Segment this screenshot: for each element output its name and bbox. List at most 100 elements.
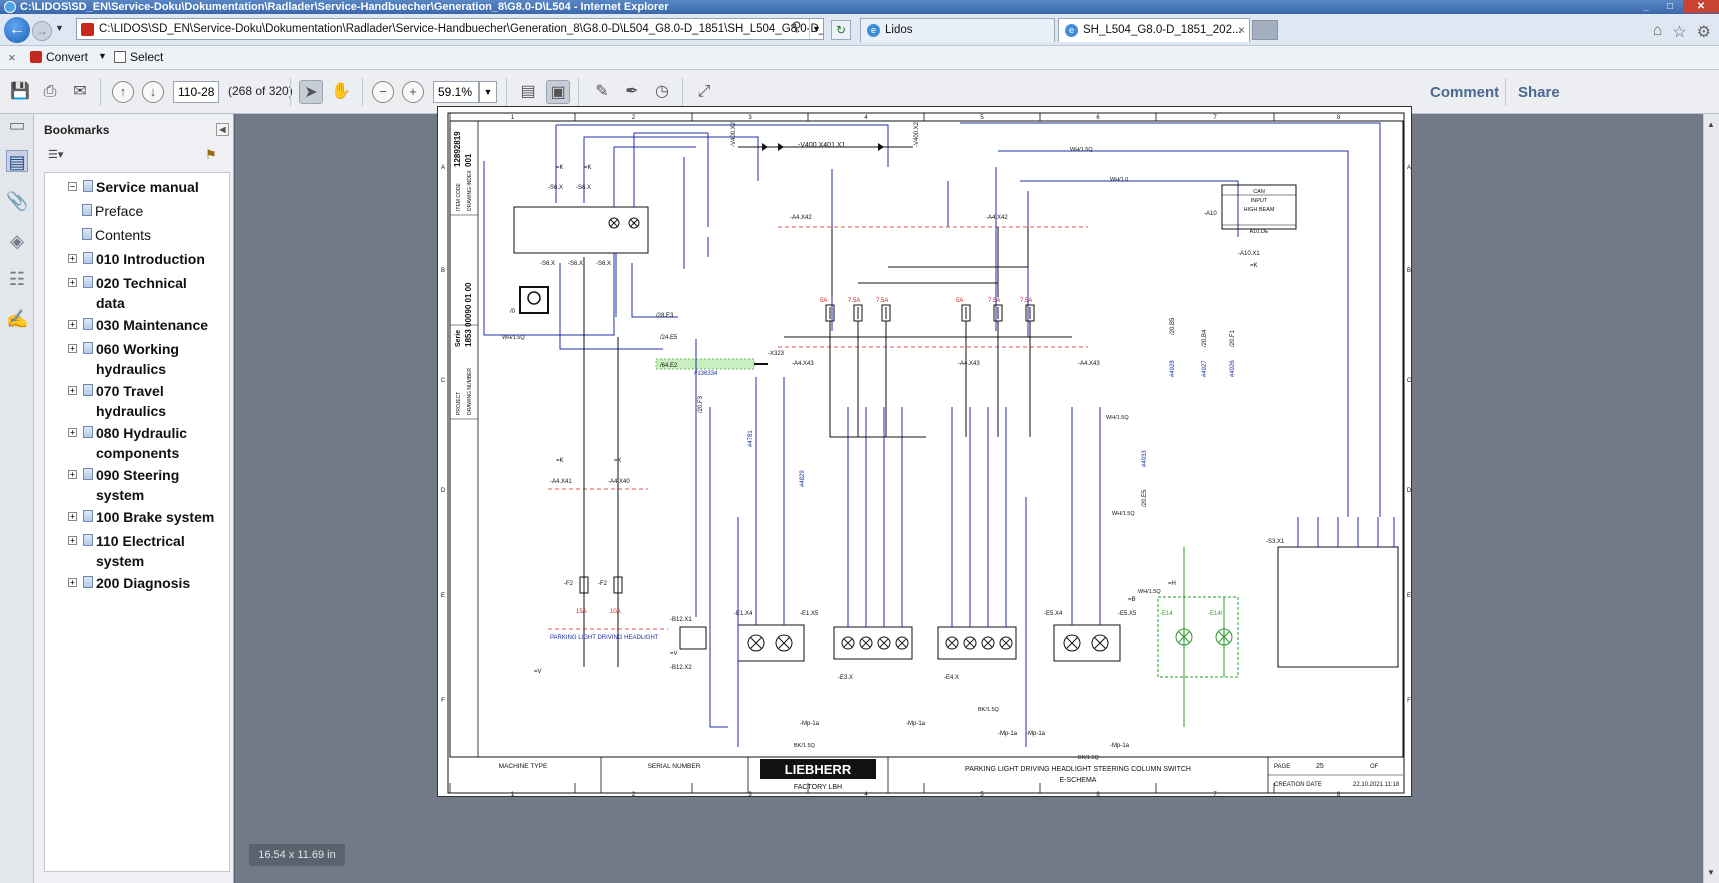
history-dropdown-icon[interactable]: ▼ <box>55 23 64 33</box>
drawing-frame <box>449 120 1404 758</box>
expand-icon[interactable]: + <box>68 278 77 287</box>
toolbar-divider <box>362 78 363 106</box>
page-thumbnails-icon[interactable]: ▭ <box>8 115 26 135</box>
convert-button[interactable]: Convert <box>30 50 88 64</box>
wire-blue <box>483 161 615 336</box>
convert-icon <box>30 51 42 63</box>
scroll-up-arrow[interactable]: ▲ <box>1707 120 1715 129</box>
close-window-button[interactable]: ✕ <box>1683 0 1719 13</box>
close-tab-icon[interactable]: × <box>1237 23 1245 37</box>
row-letter: F <box>441 698 445 704</box>
convert-dropdown-icon[interactable]: ▼ <box>98 51 107 61</box>
factory-name: FACTORY LBH <box>794 784 842 791</box>
maximize-button[interactable]: □ <box>1666 1 1674 12</box>
fill-sign-icon[interactable]: ✒ <box>625 83 639 100</box>
full-screen-icon[interactable]: ⤢ <box>697 83 711 100</box>
previous-page-button[interactable]: ↑ <box>112 81 134 103</box>
collapse-icon[interactable]: − <box>68 182 77 191</box>
settings-gear-icon[interactable]: ⚙ <box>1696 24 1711 41</box>
bookmark-item[interactable]: Contents <box>82 225 235 245</box>
vertical-scrollbar[interactable]: ▲ ▼ <box>1703 114 1719 883</box>
bookmark-item[interactable]: −Service manual <box>68 177 236 197</box>
timestamp-icon[interactable]: ◷ <box>655 83 669 100</box>
bookmark-item[interactable]: +030 Maintenance <box>68 315 236 335</box>
bookmark-icon <box>83 318 93 330</box>
bookmark-item[interactable]: +200 Diagnosis <box>68 573 236 593</box>
refresh-button[interactable]: ↻ <box>831 20 851 40</box>
home-icon[interactable]: ⌂ <box>1652 22 1663 39</box>
page-number-input[interactable] <box>173 81 219 103</box>
select-cursor-tool[interactable]: ➤ <box>299 80 323 104</box>
tab-service-manual-pdf[interactable]: e SH_L504_G8.0-D_1851_202... × <box>1058 18 1250 42</box>
zoom-in-button[interactable]: + <box>402 81 424 103</box>
new-tab-button[interactable] <box>1252 20 1278 40</box>
address-dropdown-icon[interactable]: ▼ <box>809 19 823 39</box>
expand-icon[interactable]: + <box>68 428 77 437</box>
bookmarks-panel-icon[interactable]: ▤ <box>6 150 28 172</box>
comment-button[interactable]: Comment <box>1430 84 1500 101</box>
expand-icon[interactable]: + <box>68 470 77 479</box>
highlight-box <box>655 358 755 370</box>
bookmark-item[interactable]: Preface <box>82 201 235 221</box>
layers-icon[interactable]: ◈ <box>10 231 24 251</box>
option-lamps-green <box>1157 596 1239 678</box>
expand-icon[interactable]: + <box>68 578 77 587</box>
bookmarks-tools: ☰▾ ⚑ <box>34 144 233 168</box>
expand-icon[interactable]: + <box>68 344 77 353</box>
expand-icon[interactable]: + <box>68 512 77 521</box>
select-button[interactable]: Select <box>114 50 163 64</box>
favorites-star-icon[interactable]: ☆ <box>1672 24 1687 41</box>
signatures-icon[interactable]: ✍ <box>6 309 29 329</box>
column-number: 7 <box>1213 115 1217 121</box>
term: -A4.X40 <box>608 479 630 485</box>
expand-icon[interactable]: + <box>68 536 77 545</box>
lamp-symbol <box>859 636 873 650</box>
address-bar[interactable]: C:\LIDOS\SD_EN\Service-Doku\Dokumentatio… <box>76 18 824 40</box>
wire-ref: /20.B5 <box>1170 317 1176 335</box>
print-icon[interactable]: ⎙ <box>43 83 57 100</box>
hand-tool[interactable]: ✋ <box>331 83 351 100</box>
sign-icon[interactable]: ✎ <box>595 83 609 100</box>
page-count: (268 of 320) <box>228 84 293 98</box>
zoom-dropdown-icon[interactable]: ▼ <box>479 81 497 103</box>
forward-button[interactable]: → <box>32 21 52 41</box>
attachments-icon[interactable]: 📎 <box>6 191 29 211</box>
bookmark-item[interactable]: +100 Brake system <box>68 507 236 527</box>
model-tree-icon[interactable]: ☷ <box>8 269 26 289</box>
bookmark-options-icon[interactable]: ☰▾ <box>48 149 64 161</box>
search-icon[interactable]: ⚲ <box>792 19 802 34</box>
term: -A4.X43 <box>958 361 980 367</box>
next-page-button[interactable]: ↓ <box>142 81 164 103</box>
minimize-button[interactable]: _ <box>1643 1 1649 12</box>
fuse-rating: 15A <box>576 609 587 615</box>
expand-icon[interactable]: + <box>68 320 77 329</box>
toolbar-divider <box>1505 78 1506 106</box>
zoom-input[interactable] <box>433 81 479 103</box>
column-number: 2 <box>632 115 636 121</box>
tab-lidos[interactable]: e Lidos <box>860 18 1055 42</box>
select-label: Select <box>130 50 164 64</box>
email-icon[interactable]: ✉ <box>73 83 87 100</box>
share-button[interactable]: Share <box>1518 84 1560 101</box>
back-button[interactable]: ← <box>4 17 30 43</box>
save-icon[interactable]: 💾 <box>10 83 30 100</box>
scroll-down-arrow[interactable]: ▼ <box>1707 868 1715 877</box>
find-bookmark-icon[interactable]: ⚑ <box>205 147 217 162</box>
fit-width-icon[interactable]: ▣ <box>546 80 570 104</box>
lamp-cross <box>630 219 638 227</box>
fit-page-icon[interactable]: ▤ <box>520 83 536 100</box>
collapse-panel-icon[interactable]: ◀ <box>216 123 229 136</box>
expand-icon[interactable]: + <box>68 254 77 263</box>
close-bar-icon[interactable]: × <box>8 50 16 65</box>
bookmark-item[interactable]: +010 Introduction <box>68 249 236 269</box>
zoom-out-button[interactable]: − <box>372 81 394 103</box>
expand-icon[interactable]: + <box>68 386 77 395</box>
